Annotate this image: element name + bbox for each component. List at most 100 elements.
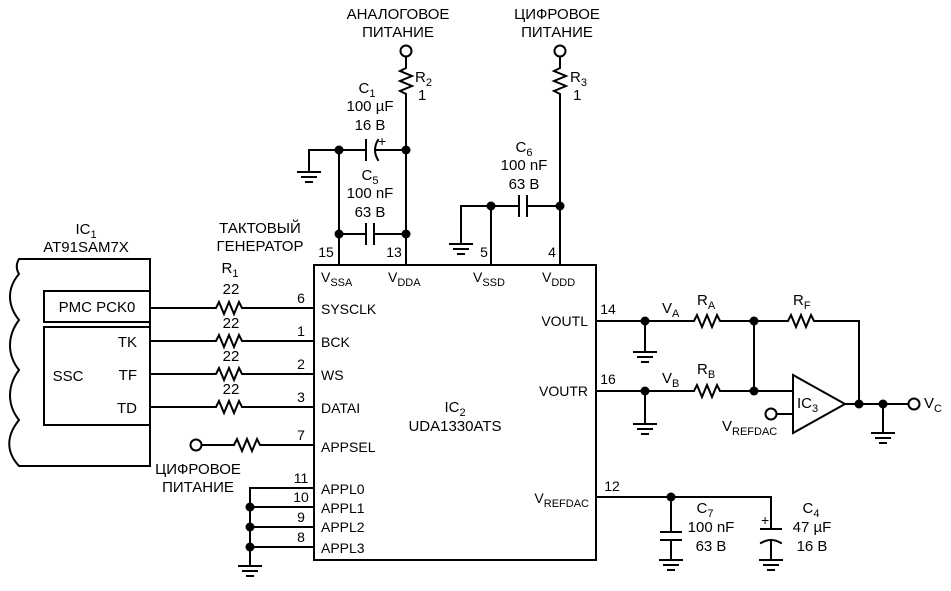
c7-voltage: 63 В	[696, 538, 727, 555]
c5-ref: C5	[362, 167, 379, 187]
pin-num-vddd: 4	[548, 244, 556, 260]
analog-supply-label-1: АНАЛОГОВОЕ	[347, 6, 450, 23]
r-bck-value: 22	[223, 315, 240, 332]
digital-supply-terminal-icon	[553, 44, 567, 58]
pin-label-vssa: VSSA	[321, 269, 353, 289]
appsel-net: 7 ЦИФРОВОЕ ПИТАНИЕ	[155, 427, 315, 496]
digital-supply-terminal-icon	[189, 438, 203, 452]
ground-icon	[759, 559, 783, 571]
digital-supply-left-2: ПИТАНИЕ	[162, 479, 234, 496]
td-label: TD	[117, 400, 137, 417]
c5-value: 100 nF	[347, 185, 394, 202]
analog-supply-label-2: ПИТАНИЕ	[362, 24, 434, 41]
resistor-rf	[781, 314, 823, 328]
ground-icon	[449, 243, 473, 255]
pin-label-voutr: VOUTR	[539, 383, 588, 399]
c6-ref: C6	[516, 139, 533, 159]
resistor-bck	[209, 334, 251, 348]
c1-value: 100 µF	[347, 98, 394, 115]
rf-ref: RF	[793, 292, 811, 312]
tk-label: TK	[118, 334, 137, 351]
ground-icon	[238, 565, 262, 577]
pin-label-bck: BCK	[321, 334, 350, 350]
resistor-r2	[399, 61, 413, 103]
resistor-rb	[687, 384, 729, 398]
digital-supply-label-2: ПИТАНИЕ	[521, 24, 593, 41]
c7-value: 100 nF	[688, 519, 735, 536]
r1-ref: R1	[222, 260, 239, 280]
ic1-block: PMC PCK0 SSC TK TF TD IC1 AT91SAM7X	[8, 221, 151, 467]
pin-label-vdda: VDDA	[388, 269, 421, 289]
ic2-part: UDA1330ATS	[408, 418, 501, 435]
net-vrefdac-opamp: VREFDAC	[722, 418, 777, 438]
pin-label-datai: DATAI	[321, 400, 360, 416]
resistor-ws	[209, 367, 251, 381]
clock-gen-label-2: ГЕНЕРАТОР	[217, 238, 304, 255]
opamp-icon	[792, 373, 848, 435]
pin-label-vssd: VSSD	[473, 269, 505, 289]
ic2-ref: IC2	[444, 399, 465, 419]
ic2-block: IC2 UDA1330ATS SYSCLK BCK WS DATAI APPSE…	[313, 264, 597, 561]
input-signal-lines: R1 22 22 22 22 ТАКТОВЫЙ ГЕНЕРАТОР 6 1 2 …	[149, 219, 315, 414]
ground-icon	[633, 423, 657, 435]
net-va: VA	[662, 300, 680, 320]
c6-value: 100 nF	[501, 157, 548, 174]
r3-ref: R3	[570, 69, 587, 89]
rb-ref: RB	[697, 361, 715, 381]
pin-label-appl2: APPL2	[321, 519, 365, 535]
tf-label: TF	[119, 367, 137, 384]
ground-icon	[659, 559, 683, 571]
pin-label-appl0: APPL0	[321, 481, 365, 497]
resistor-appsel	[227, 438, 269, 452]
pin-label-voutl: VOUTL	[541, 313, 588, 329]
pin-num-voutl: 14	[600, 301, 616, 317]
ssc-box	[43, 326, 151, 426]
analog-supply-net: АНАЛОГОВОЕ ПИТАНИЕ R2 1 + C1 100 µF 16 В…	[297, 6, 450, 266]
c1-ref: C1	[359, 80, 376, 100]
pin-num-vssa: 15	[318, 244, 334, 260]
c1-voltage: 16 В	[355, 117, 386, 134]
output-terminal-icon	[907, 397, 921, 411]
c6-voltage: 63 В	[509, 176, 540, 193]
pin-num-appsel: 7	[297, 427, 305, 443]
appl-ground-net: 11 10 9 8	[238, 470, 315, 577]
resistor-datai	[209, 400, 251, 414]
pin-num-vrefdac: 12	[604, 478, 620, 494]
pin-num-appl1: 10	[293, 489, 309, 505]
pin-num-ws: 2	[297, 356, 305, 372]
pin-num-vdda: 13	[386, 244, 402, 260]
pin-label-appsel: APPSEL	[321, 439, 376, 455]
resistor-r3	[553, 61, 567, 103]
analog-supply-terminal-icon	[399, 44, 413, 58]
pin-num-bck: 1	[297, 323, 305, 339]
pin-label-sysclk: SYSCLK	[321, 301, 377, 317]
r3-value: 1	[573, 87, 581, 104]
pmc-box	[43, 290, 151, 323]
r2-ref: R2	[415, 69, 432, 89]
clock-gen-label-1: ТАКТОВЫЙ	[219, 219, 301, 237]
ssc-label: SSC	[53, 368, 84, 385]
vrefdac-decoupling: 12 C7 100 nF 63 В + C4 47 µF 16 В	[595, 478, 831, 571]
ground-icon	[297, 171, 321, 183]
ground-icon	[633, 351, 657, 363]
pin-label-vrefdac: VREFDAC	[534, 490, 589, 510]
ic3-ref: IC3	[797, 395, 818, 415]
digital-supply-left-1: ЦИФРОВОЕ	[155, 461, 241, 478]
c4-polarity: +	[761, 512, 769, 528]
output-stage: 14 VA RA RF 16 VB RB IC3 VREFDAC VC	[595, 292, 942, 444]
resistor-ra	[687, 314, 729, 328]
pin-num-datai: 3	[297, 389, 305, 405]
ic1-part: AT91SAM7X	[43, 239, 129, 256]
resistor-r1-sysclk	[209, 301, 251, 315]
c4-voltage: 16 В	[797, 538, 828, 555]
pin-label-appl1: APPL1	[321, 500, 365, 516]
r1-value: 22	[223, 281, 240, 298]
ground-icon	[871, 432, 895, 444]
r-datai-value: 22	[223, 381, 240, 398]
pin-label-vddd: VDDD	[542, 269, 575, 289]
pmc-label: PMC PCK0	[59, 299, 136, 316]
pin-label-appl3: APPL3	[321, 540, 365, 556]
c1-polarity: +	[378, 133, 386, 149]
ra-ref: RA	[697, 292, 716, 312]
